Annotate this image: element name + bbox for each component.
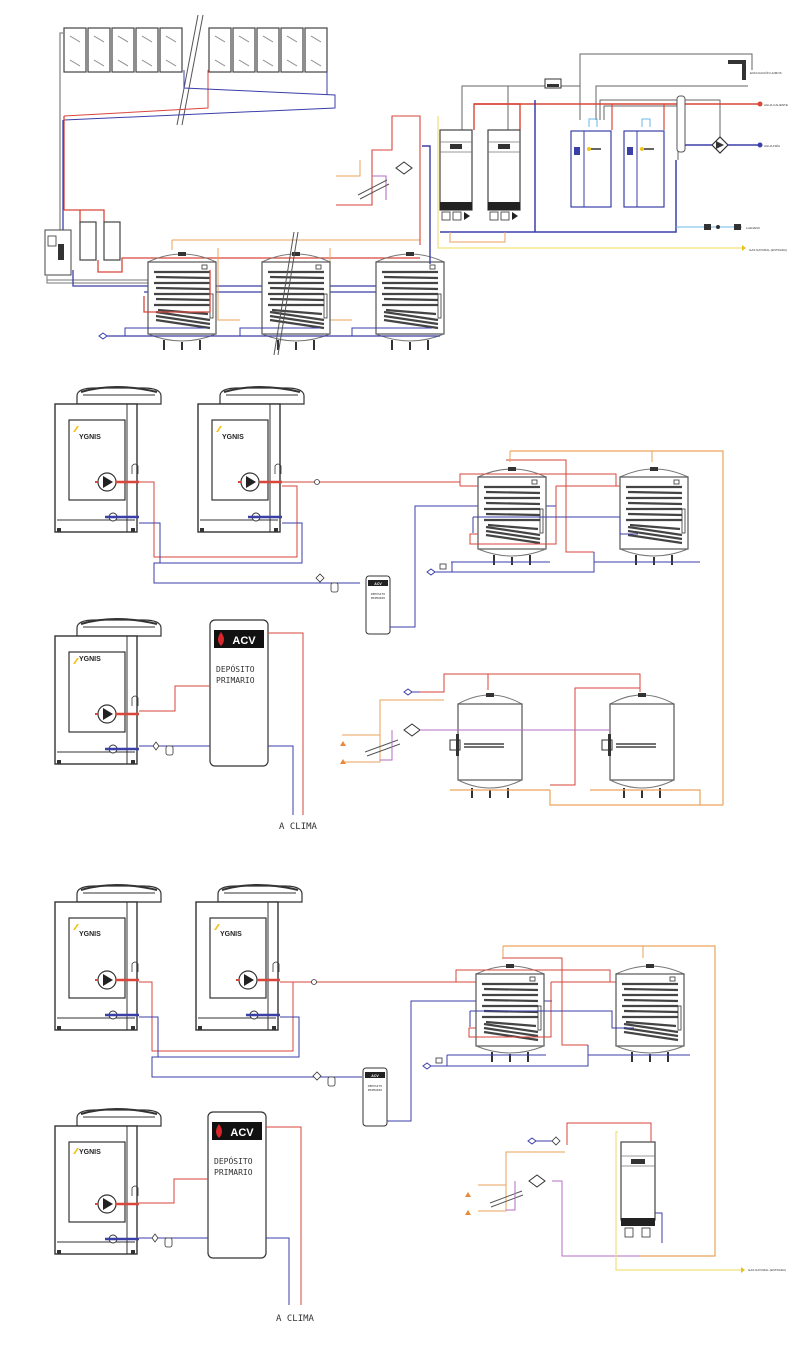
solar-collector bbox=[87, 27, 111, 73]
solar-collector bbox=[208, 27, 232, 73]
gas-label-s1: GAS NATURAL (ENTRADA) bbox=[749, 248, 787, 252]
a-clima-label-s3: A CLIMA bbox=[276, 1314, 315, 1324]
coil-tank-s2-1 bbox=[476, 465, 548, 567]
primary-tank-s3: ACV DEPÓSITO PRIMARIO bbox=[207, 1111, 267, 1259]
solar-collectors-right bbox=[208, 27, 328, 73]
glass-reflection bbox=[286, 59, 298, 67]
acv-logo-s3: ACV bbox=[230, 1127, 254, 1139]
boiler-4 bbox=[623, 118, 665, 208]
a-clima-label-s2: A CLIMA bbox=[279, 822, 318, 832]
ygnis-logo-3: YGNIS bbox=[79, 656, 101, 663]
heat-pump-5 bbox=[194, 883, 304, 1032]
glass-reflection bbox=[238, 35, 250, 43]
glass-reflection bbox=[69, 59, 81, 67]
small-primary-tank-s2: ACV DEPÓSITO PRIMARIO bbox=[365, 575, 391, 635]
boiler-1 bbox=[439, 129, 473, 221]
primary-tank-label-2-s2: PRIMARIO bbox=[216, 676, 255, 685]
svg-text:ACV: ACV bbox=[371, 1074, 379, 1078]
svg-text:PRIMARIO: PRIMARIO bbox=[371, 596, 386, 600]
primary-tank-label-2-s3: PRIMARIO bbox=[214, 1168, 253, 1177]
ygnis-logo-6: YGNIS bbox=[79, 1149, 101, 1156]
svg-text:DEPÓSITO: DEPÓSITO bbox=[368, 1083, 383, 1088]
glass-reflection bbox=[262, 59, 274, 67]
glass-reflection bbox=[214, 35, 226, 43]
glass-reflection bbox=[214, 59, 226, 67]
heat-pump-2 bbox=[196, 385, 306, 534]
section-solar-boiler-plant: GAS NATURAL (ENTRADA) AGUA CALIENTE AGUA… bbox=[44, 14, 788, 356]
glass-reflection bbox=[286, 35, 298, 43]
glass-reflection bbox=[165, 59, 177, 67]
svg-text:ACV: ACV bbox=[374, 582, 382, 586]
solar-collector bbox=[256, 27, 280, 73]
coil-tank-3 bbox=[374, 250, 446, 352]
primary-tank-s2: ACV DEPÓSITO PRIMARIO bbox=[209, 619, 269, 767]
glass-reflection bbox=[165, 35, 177, 43]
small-primary-tank-s3: ACV DEPÓSITO PRIMARIO bbox=[362, 1067, 388, 1127]
solar-collector bbox=[280, 27, 304, 73]
section-heat-pumps-dhw-resistances: YGNIS YGNIS YGNIS ACV DEPÓSITO PRIMARIO bbox=[53, 385, 724, 832]
svg-text:PRIMARIO: PRIMARIO bbox=[368, 1088, 383, 1092]
coil-tank-s3-1 bbox=[474, 962, 546, 1064]
solar-collector bbox=[63, 27, 87, 73]
ygnis-logo-5: YGNIS bbox=[220, 931, 242, 938]
acv-logo-s2: ACV bbox=[232, 635, 256, 647]
boiler-2 bbox=[487, 129, 521, 221]
boiler-3 bbox=[570, 118, 612, 208]
hot-out-label: AGUA CALIENTE bbox=[764, 103, 788, 107]
glass-reflection bbox=[262, 35, 274, 43]
glass-reflection bbox=[141, 35, 153, 43]
glass-reflection bbox=[310, 35, 322, 43]
coil-tank-s2-2 bbox=[618, 465, 690, 567]
backup-boiler-s3 bbox=[620, 1141, 656, 1238]
glass-reflection bbox=[117, 59, 129, 67]
ygnis-logo-4: YGNIS bbox=[79, 931, 101, 938]
glass-reflection bbox=[117, 35, 129, 43]
chimney-label: EVACUACIÓN HUMOS bbox=[750, 70, 782, 75]
fill-label: LLENADO bbox=[746, 226, 761, 230]
primary-tank-label-1-s3: DEPÓSITO bbox=[214, 1155, 253, 1166]
glass-reflection bbox=[69, 35, 81, 43]
solar-collector bbox=[304, 27, 328, 73]
coil-tank-2 bbox=[260, 250, 332, 352]
resistance-tank-1 bbox=[449, 692, 523, 799]
ygnis-logo-1: YGNIS bbox=[79, 434, 101, 441]
coil-tank-s3-2 bbox=[614, 962, 686, 1064]
solar-collectors-left bbox=[63, 27, 183, 73]
primary-tank-label-1-s2: DEPÓSITO bbox=[216, 663, 255, 674]
ygnis-logo-2: YGNIS bbox=[222, 434, 244, 441]
glass-reflection bbox=[93, 59, 105, 67]
heat-pump-6 bbox=[53, 1107, 163, 1256]
heat-pump-4 bbox=[53, 883, 163, 1032]
resistance-tank-2 bbox=[601, 692, 675, 799]
glass-reflection bbox=[238, 59, 250, 67]
coil-tank-1 bbox=[146, 250, 218, 352]
solar-collector bbox=[135, 27, 159, 73]
solar-collector bbox=[232, 27, 256, 73]
glass-reflection bbox=[310, 59, 322, 67]
section-heat-pumps-boiler-backup: YGNIS YGNIS YGNIS ACV DEPÓSITO PRIMARIO bbox=[53, 883, 786, 1324]
solar-collector bbox=[159, 27, 183, 73]
svg-text:DEPÓSITO: DEPÓSITO bbox=[371, 591, 386, 596]
cold-in-label: AGUA FRÍA bbox=[764, 144, 780, 148]
heat-pump-3 bbox=[53, 617, 163, 766]
solar-collector bbox=[111, 27, 135, 73]
glass-reflection bbox=[93, 35, 105, 43]
heat-pump-1 bbox=[53, 385, 163, 534]
glass-reflection bbox=[141, 59, 153, 67]
gas-label-s3: GAS NATURAL (ENTRADA) bbox=[748, 1268, 786, 1272]
